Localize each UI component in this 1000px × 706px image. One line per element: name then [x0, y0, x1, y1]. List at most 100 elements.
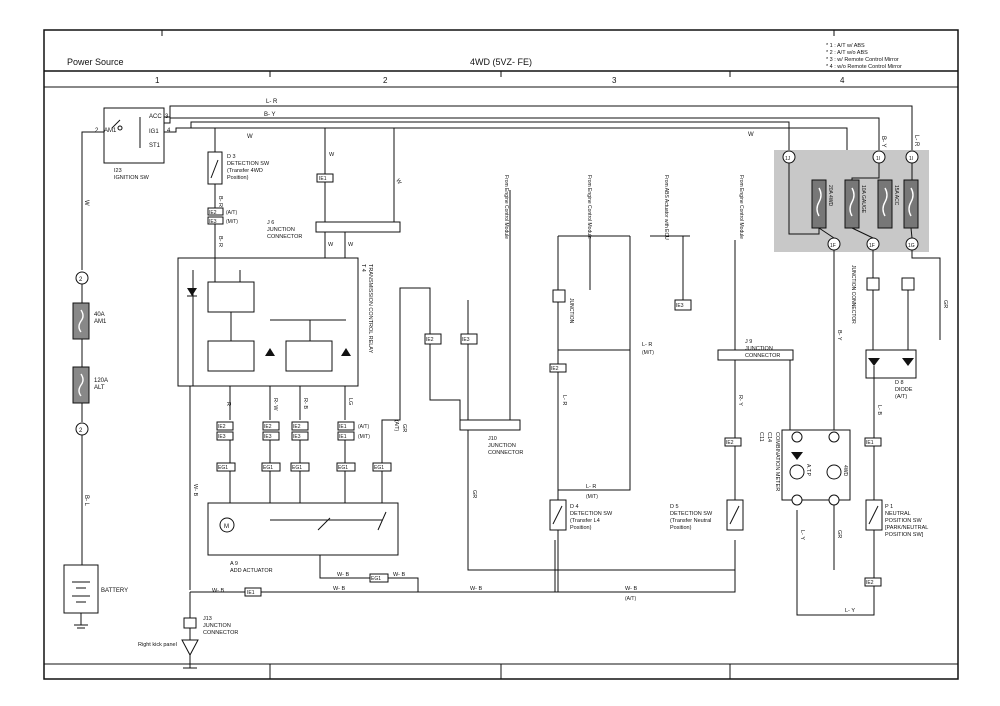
svg-text:W- B: W- B [333, 586, 345, 592]
fuse-40a-name: AM1 [94, 319, 107, 325]
svg-text:CONNECTOR: CONNECTOR [488, 450, 523, 456]
svg-text:D 8: D 8 [895, 380, 904, 386]
svg-text:From Engine Control Module: From Engine Control Module [586, 175, 592, 239]
svg-text:A 9: A 9 [230, 561, 238, 567]
svg-text:1I: 1I [909, 156, 913, 162]
svg-text:(A/T): (A/T) [895, 394, 907, 400]
svg-text:15A ACC: 15A ACC [893, 185, 899, 206]
svg-text:R- W: R- W [272, 398, 278, 411]
svg-text:IG1: IG1 [149, 129, 159, 135]
combination-meter: A.T.P 4WD C11 C14 COMBINATION METER [758, 429, 851, 506]
svg-text:(A/T): (A/T) [358, 424, 369, 430]
svg-text:J 9: J 9 [745, 339, 752, 345]
svg-text:R- B: R- B [302, 398, 308, 409]
svg-text:(M/T): (M/T) [642, 350, 654, 356]
svg-text:IE2: IE2 [293, 424, 301, 430]
fuse-120a-name: ALT [94, 385, 105, 391]
svg-text:A.T.P: A.T.P [805, 464, 811, 477]
svg-text:GR: GR [942, 300, 948, 308]
svg-text:IE3: IE3 [462, 337, 470, 343]
column-2-label: 2 [383, 76, 388, 85]
svg-text:D 4: D 4 [570, 504, 579, 510]
svg-text:1F: 1F [830, 243, 836, 249]
svg-text:CONNECTOR: CONNECTOR [745, 353, 780, 359]
svg-text:IE1: IE1 [247, 590, 255, 596]
note-2: * 2 : A/T w/o ABS [826, 50, 868, 56]
svg-text:IE2: IE2 [264, 424, 272, 430]
svg-text:IE3: IE3 [218, 434, 226, 440]
svg-text:CONNECTOR: CONNECTOR [267, 234, 302, 240]
fuse-block: 1J 1I 1I 20A 4WD 10A GAUGE 15A ACC 1F 1F… [782, 150, 919, 251]
svg-text:(Transfer L4: (Transfer L4 [570, 518, 600, 524]
svg-text:IE1: IE1 [339, 434, 347, 440]
svg-text:W- B: W- B [337, 572, 349, 578]
svg-text:L- Y: L- Y [845, 608, 855, 614]
svg-text:W: W [328, 242, 334, 248]
svg-text:L- R: L- R [913, 135, 919, 147]
svg-text:L- R: L- R [586, 484, 596, 490]
svg-text:JUNCTION: JUNCTION [488, 443, 516, 449]
svg-text:P 1: P 1 [885, 504, 893, 510]
svg-text:D 3: D 3 [227, 154, 236, 160]
svg-text:DETECTION SW: DETECTION SW [570, 511, 613, 517]
note-1: * 1 : A/T w/ ABS [826, 43, 865, 49]
svg-text:IE2: IE2 [726, 440, 734, 446]
svg-text:I23: I23 [114, 168, 122, 174]
svg-text:COMBINATION METER: COMBINATION METER [774, 432, 780, 491]
svg-text:L- Y: L- Y [799, 530, 805, 540]
svg-text:(A/T): (A/T) [226, 210, 237, 216]
svg-text:10A GAUGE: 10A GAUGE [860, 185, 866, 214]
svg-text:ADD ACTUATOR: ADD ACTUATOR [230, 568, 273, 574]
svg-text:Position): Position) [670, 525, 692, 531]
svg-text:L- B: L- B [876, 405, 882, 415]
svg-text:ACC: ACC [149, 114, 162, 120]
ignition-switch: AM1 ACC IG1 ST1 3 4 2 I23 IGNITION SW [95, 107, 171, 181]
header-left-title: Power Source [67, 57, 124, 67]
svg-text:(Transfer 4WD: (Transfer 4WD [227, 168, 263, 174]
svg-text:IE1: IE1 [339, 424, 347, 430]
transmission-control-relay: T 4 TRANSMISSION CONTROL RELAY [177, 257, 373, 387]
column-3-label: 3 [612, 76, 617, 85]
svg-text:1G: 1G [908, 243, 915, 249]
svg-text:B- Y: B- Y [264, 112, 276, 118]
svg-text:EG1: EG1 [218, 465, 228, 471]
svg-text:GR: GR [836, 530, 842, 538]
header-center-title: 4WD (5VZ- FE) [470, 57, 532, 67]
svg-text:IE1: IE1 [319, 176, 327, 182]
svg-text:L- R: L- R [561, 395, 567, 405]
svg-text:L- R: L- R [266, 99, 278, 105]
svg-text:JUNCTION: JUNCTION [267, 227, 295, 233]
svg-text:R- Y: R- Y [737, 395, 743, 406]
svg-text:W: W [247, 134, 253, 140]
svg-text:BATTERY: BATTERY [101, 588, 128, 594]
svg-text:Position): Position) [227, 175, 249, 181]
svg-text:EG1: EG1 [374, 465, 384, 471]
svg-text:IE2: IE2 [218, 424, 226, 430]
svg-text:W: W [329, 152, 335, 158]
svg-text:B- R: B- R [217, 236, 223, 247]
svg-text:W: W [394, 178, 402, 186]
svg-text:From Engine Control Module: From Engine Control Module [738, 175, 744, 239]
fuse-120a-rating: 120A [94, 378, 108, 384]
svg-text:20A 4WD: 20A 4WD [827, 185, 833, 207]
battery: BATTERY [63, 564, 128, 629]
svg-text:IE2: IE2 [209, 210, 217, 216]
svg-text:CONNECTOR: CONNECTOR [203, 630, 238, 636]
svg-text:IE2: IE2 [866, 580, 874, 586]
svg-text:(M/T): (M/T) [226, 219, 238, 225]
svg-text:2: 2 [79, 277, 83, 283]
column-1-label: 1 [155, 76, 160, 85]
ground-label: Right kick panel [138, 642, 177, 648]
svg-text:C14: C14 [766, 432, 772, 442]
svg-text:From ABS Actuator with ECU: From ABS Actuator with ECU [663, 175, 669, 240]
svg-text:TRANSMISSION CONTROL RELAY: TRANSMISSION CONTROL RELAY [367, 264, 373, 354]
svg-text:IE2: IE2 [551, 366, 559, 372]
svg-text:IE2: IE2 [426, 337, 434, 343]
svg-text:AM1: AM1 [104, 128, 117, 134]
svg-text:J13: J13 [203, 616, 212, 622]
svg-text:Position): Position) [570, 525, 592, 531]
svg-text:IE3: IE3 [293, 434, 301, 440]
svg-text:DETECTION SW: DETECTION SW [670, 511, 713, 517]
note-4: * 4 : w/o Remote Control Mirror [826, 64, 902, 70]
